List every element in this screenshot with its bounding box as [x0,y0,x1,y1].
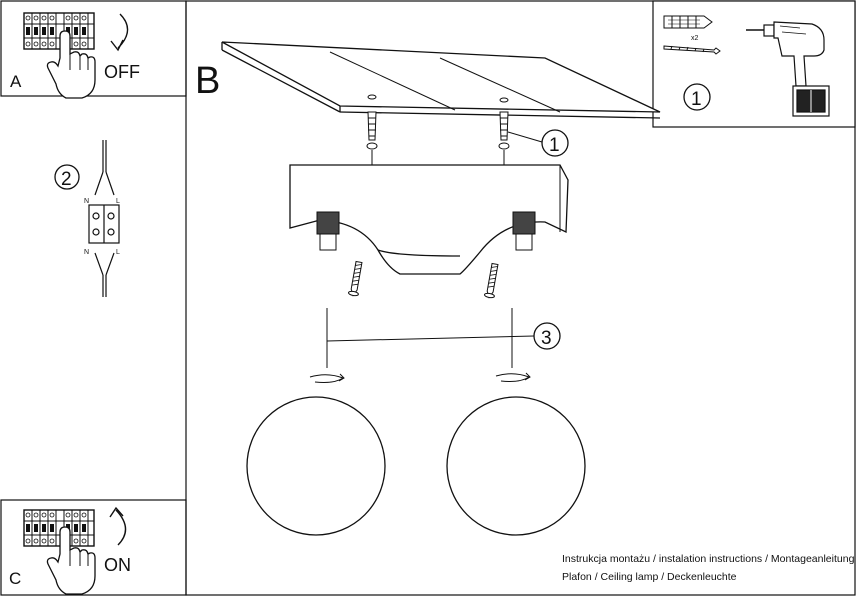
step-3-marker [533,322,561,350]
breaker-panel-on-icon [23,509,95,547]
glass-globe [446,396,586,536]
switch-on-label: ON [104,555,131,575]
neutral-label-top: N [84,198,89,205]
lamp-socket [316,211,536,251]
step-2-number: 2 [61,169,72,190]
neutral-label-bottom: N [84,249,89,256]
step-2-marker [54,164,80,190]
breaker-panel-off-icon [23,12,95,50]
terminal-block-icon [88,140,120,297]
switch-off-label: OFF [104,62,140,82]
step-1-marker [541,129,569,157]
screw-icon [347,260,365,297]
tools-step-1-marker [683,83,711,111]
plug-quantity: x2 [691,35,699,42]
step-3-number: 3 [541,328,552,349]
rotate-down-arrow-icon [117,13,129,49]
wall-plug-icon [366,111,510,150]
ceiling-plate [221,41,661,119]
footer-product: Plafon / Ceiling lamp / Deckenleuchte [562,571,737,583]
ceiling-hole [499,97,509,103]
screw-icon [483,262,501,299]
panel-c-letter: C [9,569,21,588]
rotate-up-arrow-icon [115,509,127,546]
rotate-clockwise-icon [309,372,531,383]
glass-globe [246,396,386,536]
live-label-top: L [116,198,120,205]
panel-a-letter: A [10,72,22,91]
panel-b-letter: B [195,60,220,102]
tools-step-1-number: 1 [691,89,702,110]
panel-b-frame [185,0,856,596]
screws-icon [663,45,721,55]
ceiling-hole [367,94,377,100]
live-label-bottom: L [116,249,120,256]
step-1-number: 1 [549,135,560,156]
footer-instructions: Instrukcja montażu / instalation instruc… [562,553,855,565]
wall-plugs-icon [663,15,713,29]
drill-icon [746,21,830,117]
